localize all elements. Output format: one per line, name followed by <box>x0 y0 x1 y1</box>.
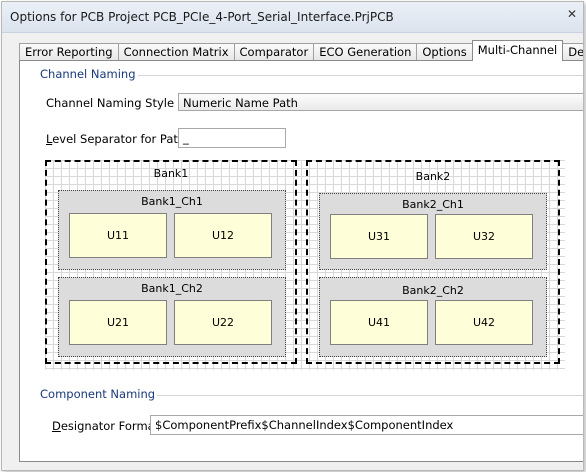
level-separator-label: Level Separator for Paths <box>46 132 191 146</box>
tab-eco-generation[interactable]: ECO Generation <box>313 43 418 61</box>
designator-format-input[interactable]: $ComponentPrefix$ChannelIndex$ComponentI… <box>150 415 583 435</box>
channel-block: Bank2_Ch2 U41 U42 <box>319 277 547 357</box>
close-icon[interactable]: ✕ <box>566 7 578 21</box>
channel-block: Bank1_Ch1 U11 U12 <box>58 190 286 270</box>
designator-format-label: Designator Format <box>52 419 159 433</box>
channel-block: Bank1_Ch2 U21 U22 <box>58 277 286 357</box>
component-box: U32 <box>435 214 533 259</box>
component-box: U41 <box>330 300 428 345</box>
tab-error-reporting[interactable]: Error Reporting <box>19 43 119 61</box>
component-box: U11 <box>69 213 167 258</box>
channel-naming-group-label: Channel Naming <box>38 67 138 81</box>
channel-title: Bank1_Ch2 <box>141 282 203 295</box>
tab-default-prints[interactable]: Default P <box>562 43 583 61</box>
component-box: U12 <box>174 213 272 258</box>
bank-title: Bank1 <box>153 167 189 180</box>
component-box: U21 <box>69 300 167 345</box>
tab-comparator[interactable]: Comparator <box>233 43 315 61</box>
bank-block: Bank1 Bank1_Ch1 U11 U12 Bank1_Ch2 U21 U2… <box>45 160 297 364</box>
component-box: U22 <box>174 300 272 345</box>
title-bar[interactable]: Options for PCB Project PCB_PCIe_4-Port_… <box>2 2 583 33</box>
tab-options[interactable]: Options <box>416 43 473 61</box>
channel-title: Bank2_Ch1 <box>402 198 464 211</box>
component-box: U31 <box>330 214 428 259</box>
tab-connection-matrix[interactable]: Connection Matrix <box>117 43 235 61</box>
group-divider <box>148 395 583 396</box>
level-separator-label-text: evel Separator for Paths <box>52 132 192 146</box>
component-naming-group-label: Component Naming <box>38 387 158 401</box>
channel-naming-style-select[interactable]: Numeric Name Path <box>178 93 583 111</box>
component-box: U42 <box>435 300 533 345</box>
accelerator-key: L <box>46 132 53 146</box>
channel-diagram: Bank1 Bank1_Ch1 U11 U12 Bank1_Ch2 U21 U2… <box>45 160 565 370</box>
window-title: Options for PCB Project PCB_PCIe_4-Port_… <box>10 10 394 24</box>
accelerator-key: D <box>52 419 61 433</box>
group-divider <box>125 75 583 76</box>
channel-title: Bank2_Ch2 <box>402 284 464 297</box>
bank-title: Bank2 <box>415 170 451 183</box>
channel-naming-style-label: Channel Naming Style <box>46 96 175 110</box>
level-separator-input[interactable]: _ <box>178 128 286 148</box>
channel-block: Bank2_Ch1 U31 U32 <box>319 193 547 270</box>
designator-format-label-text: esignator Format <box>60 419 160 433</box>
bank-block: Bank2 Bank2_Ch1 U31 U32 Bank2_Ch2 U41 U4… <box>306 160 560 364</box>
tab-multi-channel[interactable]: Multi-Channel <box>471 40 564 61</box>
channel-title: Bank1_Ch1 <box>141 195 203 208</box>
